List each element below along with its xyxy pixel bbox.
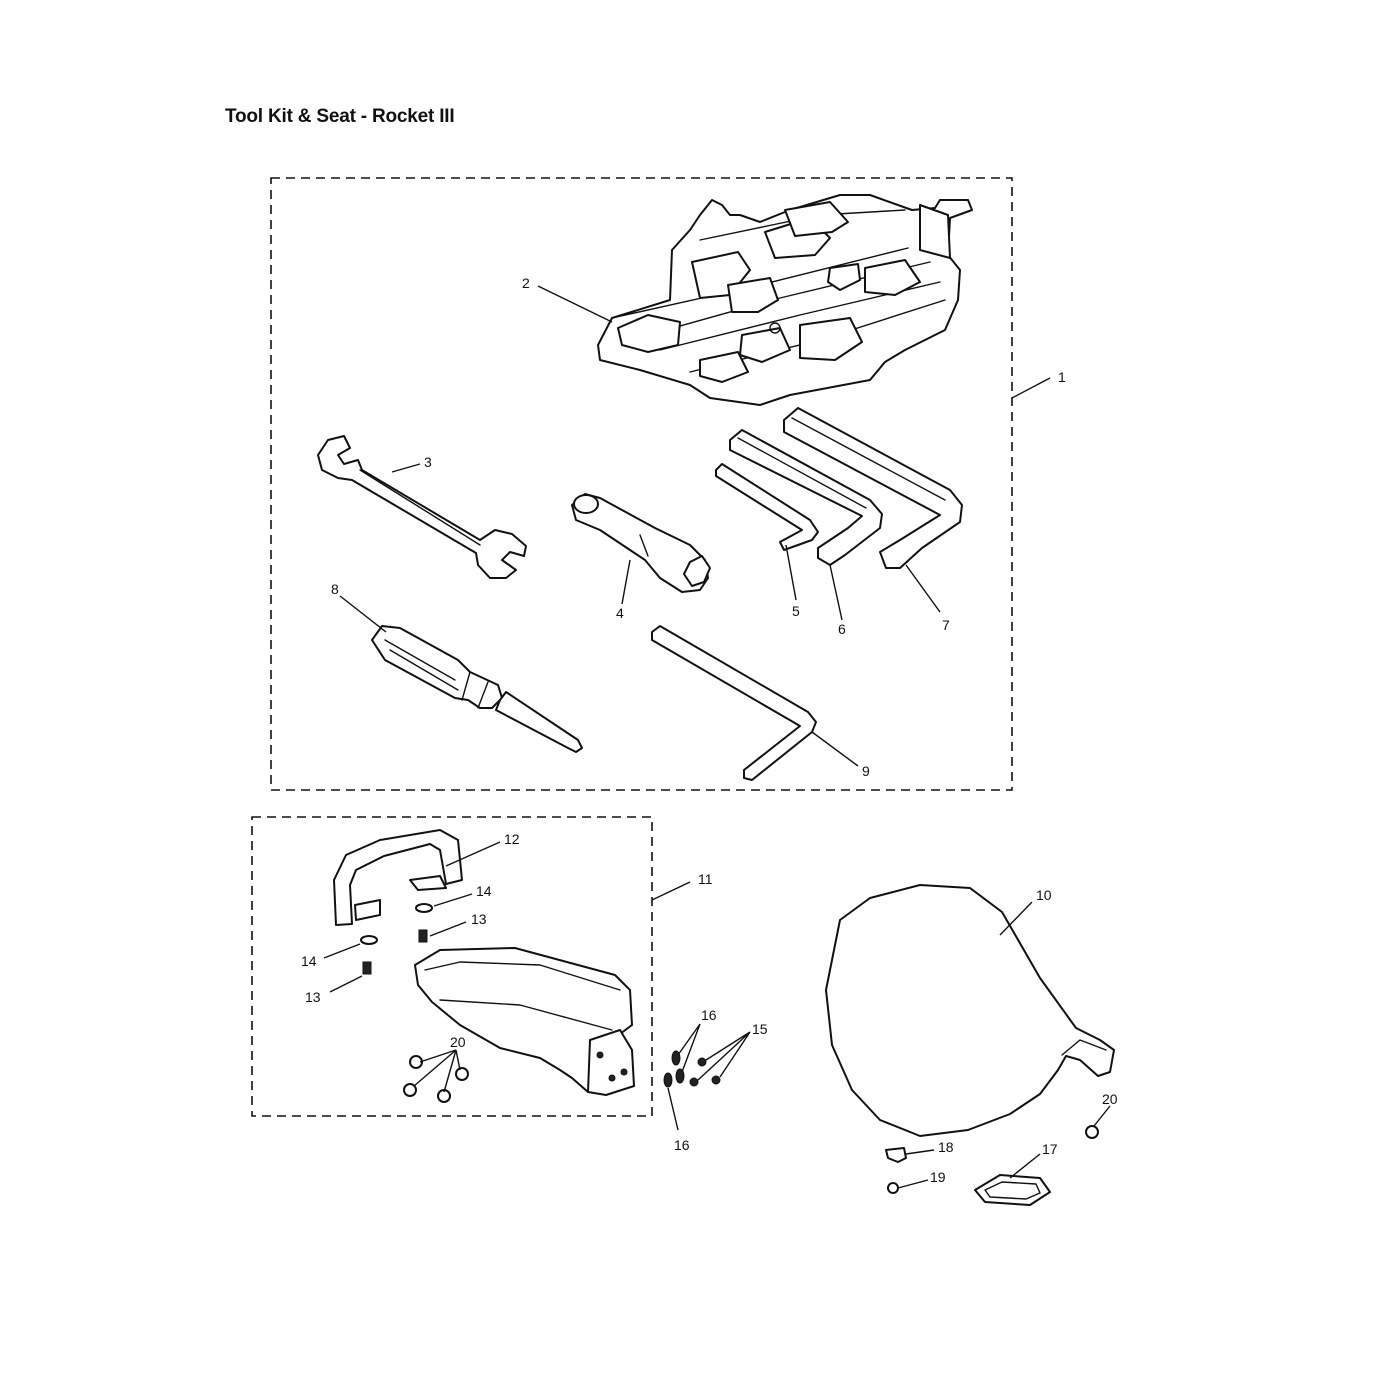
- grab-handle-part: [333, 829, 463, 926]
- leader-10: [999, 901, 1033, 936]
- callout-10: 10: [1036, 887, 1052, 903]
- bolt-13a-part: [418, 929, 428, 943]
- callout-11: 11: [698, 871, 713, 887]
- callout-16a: 16: [701, 1007, 717, 1023]
- callout-15: 15: [752, 1021, 768, 1037]
- callout-5: 5: [792, 603, 800, 619]
- callout-13a: 13: [471, 911, 487, 927]
- leader-2: [537, 285, 613, 323]
- callout-16b: 16: [674, 1137, 690, 1153]
- screws-15-part: [689, 1057, 721, 1087]
- callout-13b: 13: [305, 989, 321, 1005]
- bracket-18-part: [885, 1147, 907, 1163]
- callout-6: 6: [838, 621, 846, 637]
- screw-19-part: [887, 1182, 899, 1194]
- leader-4: [621, 559, 631, 605]
- leader-3: [391, 463, 421, 473]
- rider-seat-part: [825, 884, 1115, 1137]
- leader-12: [445, 841, 501, 867]
- screwdriver-part: [371, 625, 583, 753]
- leader-7: [905, 564, 941, 613]
- leader-8: [339, 595, 387, 633]
- callout-20b: 20: [1102, 1091, 1118, 1107]
- leader-14b: [323, 943, 361, 959]
- leader-11: [651, 881, 691, 901]
- leader-13b: [329, 975, 363, 993]
- callout-19: 19: [930, 1169, 946, 1185]
- callout-9: 9: [862, 763, 870, 779]
- callout-14b: 14: [301, 953, 317, 969]
- callout-17: 17: [1042, 1141, 1058, 1157]
- callout-14a: 14: [476, 883, 492, 899]
- washer-14a-part: [415, 903, 433, 913]
- leader-20b: [1093, 1105, 1111, 1127]
- leader-14a: [433, 893, 473, 907]
- tool-tray-part: [597, 194, 973, 406]
- clips-16-part: [663, 1050, 685, 1088]
- callout-3: 3: [424, 454, 432, 470]
- leader-19: [897, 1179, 929, 1189]
- callout-2: 2: [522, 275, 530, 291]
- leader-9: [811, 731, 859, 767]
- leader-16a: [677, 1023, 701, 1073]
- leader-5: [785, 544, 797, 601]
- callout-7: 7: [942, 617, 950, 633]
- box-spanner-part: [571, 493, 711, 593]
- tool-kit-group-box: [270, 177, 1013, 791]
- washer-14b-part: [360, 935, 378, 945]
- pillion-seat-part: [414, 947, 635, 1096]
- hex-key-small-part: [715, 463, 819, 551]
- page-title: Tool Kit & Seat - Rocket III: [225, 106, 455, 127]
- callout-4: 4: [616, 605, 624, 621]
- bolt-13b-part: [362, 961, 372, 975]
- callout-18: 18: [938, 1139, 954, 1155]
- t-bar-part: [651, 625, 817, 781]
- leader-17: [1009, 1153, 1041, 1179]
- pad-17-part: [974, 1174, 1051, 1206]
- leader-20a: [413, 1049, 461, 1093]
- leader-15: [697, 1031, 751, 1081]
- hex-key-large-part: [783, 407, 963, 569]
- leader-13a: [429, 921, 467, 937]
- callout-8: 8: [331, 581, 339, 597]
- grommet-20b-part: [1085, 1125, 1099, 1139]
- leader-6: [829, 564, 843, 621]
- leader-18: [905, 1149, 935, 1155]
- callout-20a: 20: [450, 1034, 466, 1050]
- leader-16b: [667, 1087, 679, 1131]
- callout-1: 1: [1058, 369, 1066, 385]
- callout-12: 12: [504, 831, 520, 847]
- pillion-seat-group-box: [251, 816, 653, 1117]
- spanner-part: [317, 435, 527, 579]
- leader-1: [1011, 377, 1051, 399]
